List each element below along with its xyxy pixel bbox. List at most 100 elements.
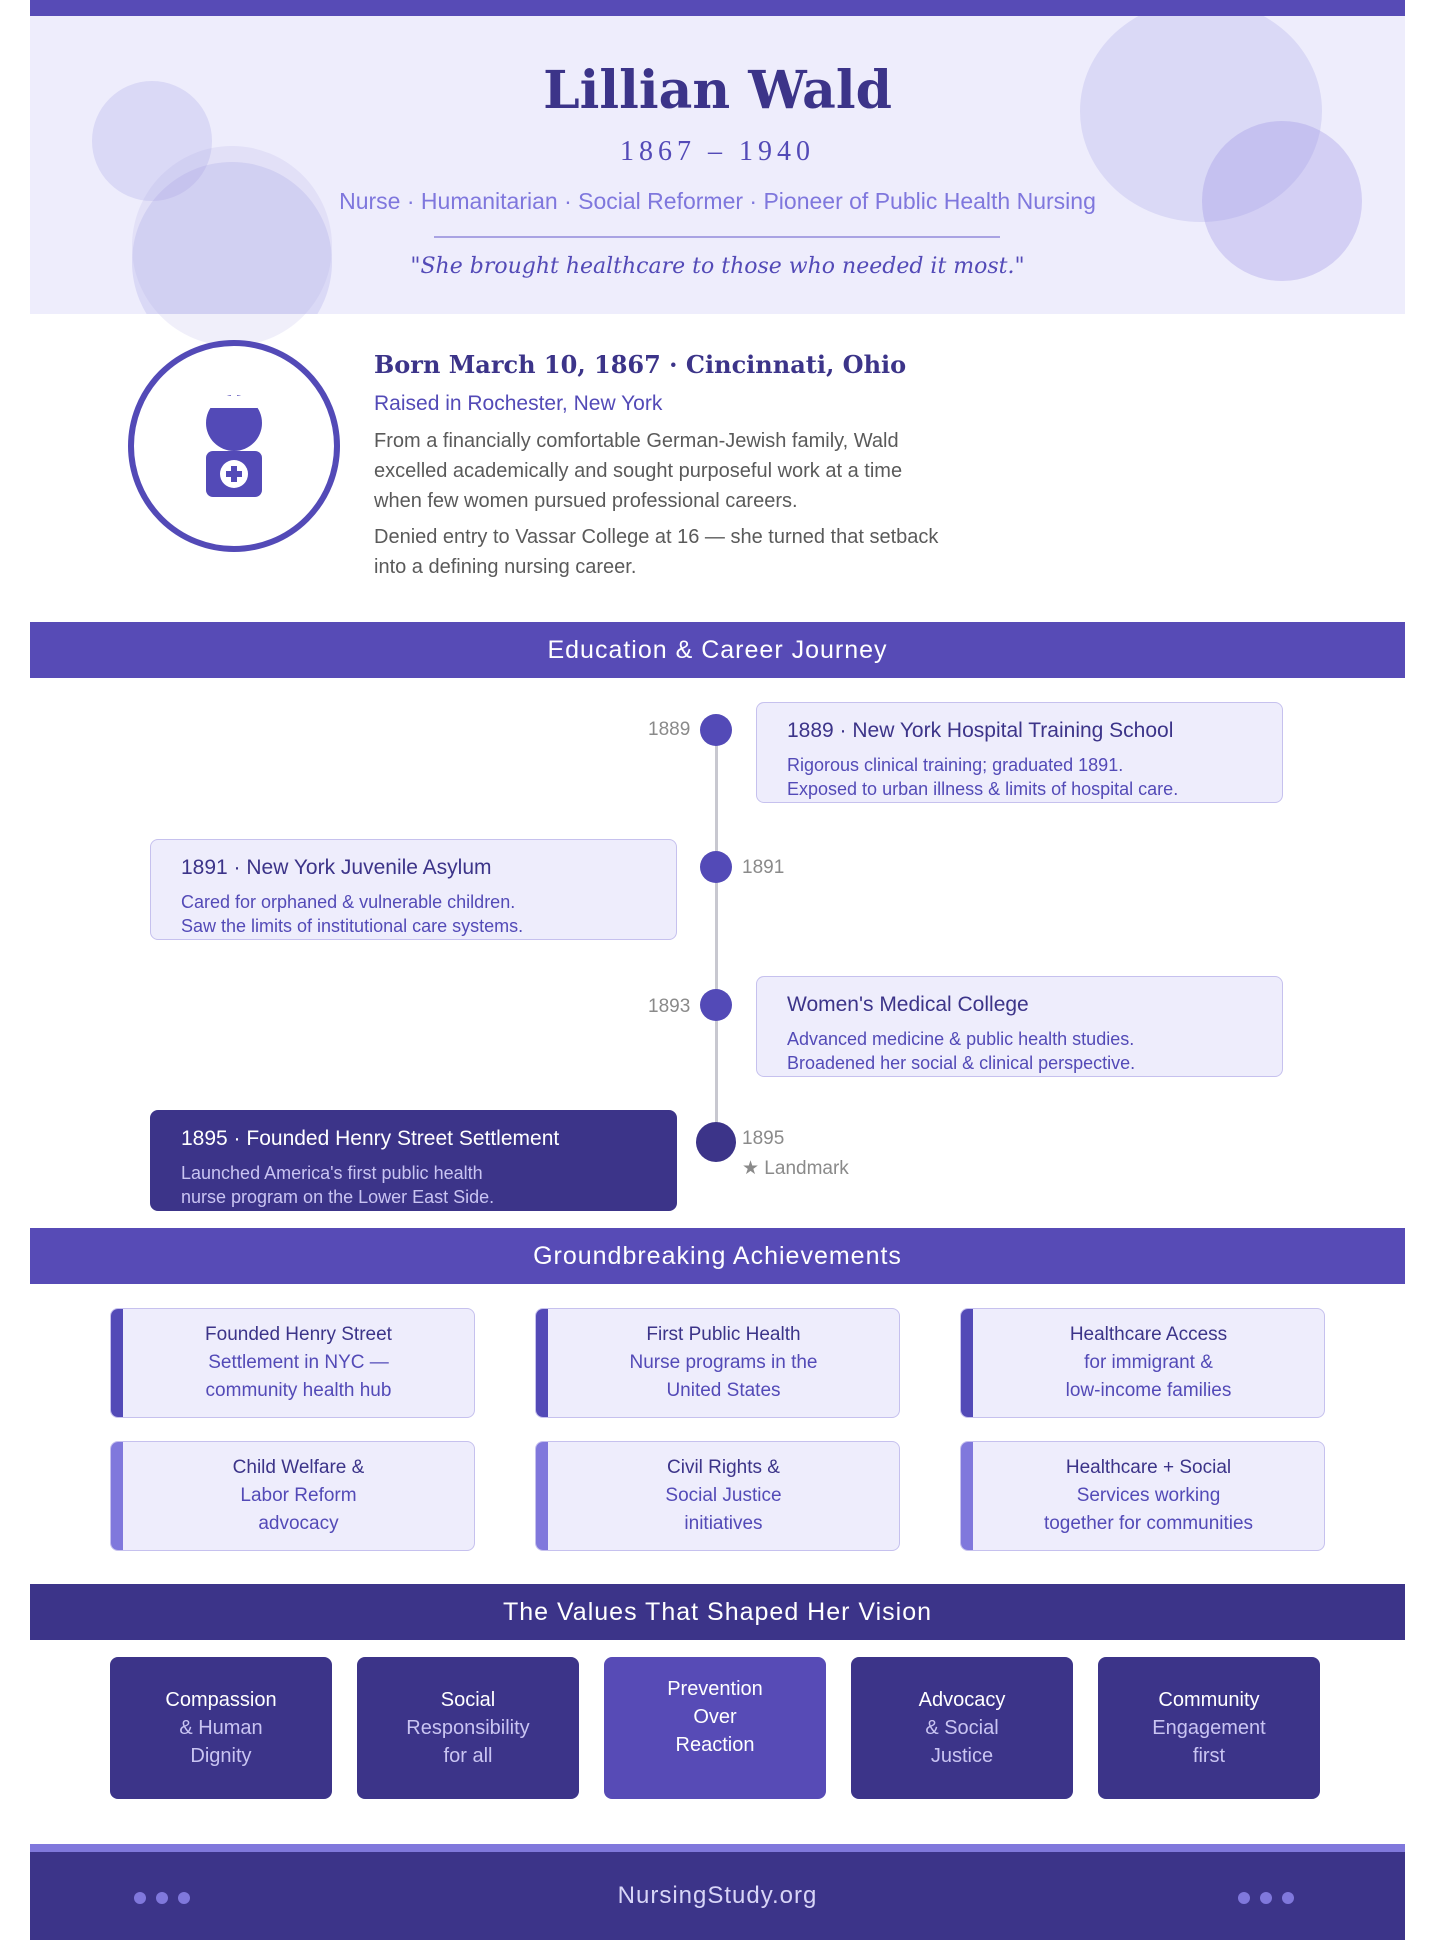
- person-name: Lillian Wald: [543, 60, 892, 121]
- achievement-card: Founded Henry Street Settlement in NYC —…: [110, 1308, 475, 1418]
- timeline-card-line: Saw the limits of institutional care sys…: [181, 916, 524, 936]
- header: Lillian Wald 1867 – 1940 Nurse · Humanit…: [30, 16, 1405, 314]
- achievement-line: United States: [666, 1380, 781, 1401]
- achievement-line: initiatives: [684, 1513, 763, 1534]
- section-header-achievements: Groundbreaking Achievements: [30, 1228, 1405, 1284]
- footer-accent-line: [30, 1844, 1405, 1852]
- timeline-card-line: Launched America's first public health: [181, 1163, 483, 1183]
- value-line: Prevention: [667, 1678, 763, 1700]
- achievement-line: for immigrant &: [1084, 1352, 1213, 1373]
- value-card: Compassion & Human Dignity: [110, 1657, 332, 1799]
- timeline-card-line: Rigorous clinical training; graduated 18…: [787, 755, 1124, 775]
- timeline-card-line: Exposed to urban illness & limits of hos…: [787, 779, 1179, 799]
- timeline-card-line: nurse program on the Lower East Side.: [181, 1187, 495, 1207]
- timeline-year: 1893: [648, 996, 691, 1017]
- card-accent: [961, 1442, 973, 1550]
- achievement-card: Civil Rights & Social Justice initiative…: [535, 1441, 900, 1551]
- timeline-card-line: Cared for orphaned & vulnerable children…: [181, 892, 516, 912]
- decorative-dots: [1238, 1892, 1294, 1904]
- decorative-bubble: [132, 146, 332, 346]
- timeline-year: 1889: [648, 719, 691, 740]
- timeline-year: 1895: [742, 1128, 785, 1149]
- value-line: Community: [1158, 1689, 1260, 1711]
- landmark-badge: ★ Landmark: [742, 1158, 849, 1179]
- value-card: Advocacy & Social Justice: [851, 1657, 1073, 1799]
- bio-paragraph: From a financially comfortable German-Je…: [374, 430, 903, 512]
- value-line: Responsibility: [406, 1717, 530, 1739]
- card-accent: [536, 1309, 548, 1417]
- achievement-line: Services working: [1076, 1485, 1221, 1506]
- timeline-card-line: Broadened her social & clinical perspect…: [787, 1053, 1136, 1073]
- value-line: for all: [443, 1745, 493, 1767]
- achievement-line: Healthcare Access: [1069, 1324, 1228, 1345]
- achievement-card: Healthcare + Social Services working tog…: [960, 1441, 1325, 1551]
- achievement-line: First Public Health: [646, 1324, 801, 1345]
- value-line: Justice: [930, 1745, 994, 1767]
- card-accent: [961, 1309, 973, 1417]
- timeline-dot: [700, 989, 732, 1021]
- value-card: Social Responsibility for all: [357, 1657, 579, 1799]
- timeline-year: 1891: [742, 857, 785, 878]
- timeline-card-title: 1891 · New York Juvenile Asylum: [181, 856, 492, 879]
- value-card-highlighted: Prevention Over Reaction: [604, 1657, 826, 1799]
- footer-site-link[interactable]: NursingStudy.org: [617, 1882, 818, 1909]
- value-line: Over: [693, 1706, 737, 1728]
- timeline-card-title: 1895 · Founded Henry Street Settlement: [181, 1127, 560, 1150]
- value-line: Compassion: [165, 1689, 277, 1711]
- value-line: Dignity: [190, 1745, 252, 1767]
- roles-line: Nurse · Humanitarian · Social Reformer ·…: [339, 188, 1096, 214]
- section-header-values: The Values That Shaped Her Vision: [30, 1584, 1405, 1640]
- achievement-line: Founded Henry Street: [205, 1324, 392, 1345]
- timeline-card-landmark: 1895 · Founded Henry Street Settlement L…: [150, 1110, 677, 1211]
- achievement-line: Healthcare + Social: [1065, 1457, 1232, 1478]
- achievement-card: First Public Health Nurse programs in th…: [535, 1308, 900, 1418]
- achievement-line: Labor Reform: [240, 1485, 357, 1506]
- avatar: [128, 340, 340, 552]
- timeline-card-title: Women's Medical College: [787, 993, 1029, 1016]
- value-card: Community Engagement first: [1098, 1657, 1320, 1799]
- value-line: Engagement: [1152, 1717, 1266, 1739]
- timeline-card: 1889 · New York Hospital Training School…: [756, 702, 1283, 803]
- achievement-line: Child Welfare &: [232, 1457, 365, 1478]
- timeline-card: 1891 · New York Juvenile Asylum Cared fo…: [150, 839, 677, 940]
- achievement-line: advocacy: [258, 1513, 339, 1534]
- achievement-card: Child Welfare & Labor Reform advocacy: [110, 1441, 475, 1551]
- achievement-line: together for communities: [1043, 1513, 1254, 1534]
- header-divider: [434, 236, 1000, 238]
- footer: NursingStudy.org: [30, 1852, 1405, 1940]
- value-line: Advocacy: [918, 1689, 1006, 1711]
- decorative-bubble: [92, 81, 212, 201]
- header-quote: "She brought healthcare to those who nee…: [410, 254, 1025, 279]
- timeline-line: [715, 730, 718, 1140]
- timeline-card-line: Advanced medicine & public health studie…: [787, 1029, 1135, 1049]
- value-line: first: [1192, 1745, 1226, 1767]
- achievement-line: community health hub: [205, 1380, 392, 1401]
- bio-subtitle: Raised in Rochester, New York: [374, 392, 663, 415]
- achievement-line: low-income families: [1065, 1380, 1232, 1401]
- achievement-line: Settlement in NYC —: [208, 1352, 389, 1373]
- decorative-bubble: [1080, 16, 1322, 222]
- section-header-journey: Education & Career Journey: [30, 622, 1405, 678]
- achievement-line: Social Justice: [665, 1485, 782, 1506]
- timeline-card-title: 1889 · New York Hospital Training School: [787, 719, 1174, 742]
- decorative-bubble: [132, 162, 332, 314]
- achievement-card: Healthcare Access for immigrant & low-in…: [960, 1308, 1325, 1418]
- value-line: Reaction: [675, 1734, 755, 1756]
- card-accent: [536, 1442, 548, 1550]
- achievement-line: Civil Rights &: [667, 1457, 780, 1478]
- value-line: & Human: [179, 1717, 263, 1739]
- bio-title: Born March 10, 1867 · Cincinnati, Ohio: [374, 350, 907, 379]
- value-line: & Social: [925, 1717, 999, 1739]
- timeline-dot: [700, 714, 732, 746]
- life-years: 1867 – 1940: [620, 136, 815, 167]
- card-accent: [111, 1442, 123, 1550]
- decorative-bubble: [1202, 121, 1362, 281]
- bio-paragraph: Denied entry to Vassar College at 16 — s…: [374, 526, 939, 578]
- value-line: Social: [440, 1689, 496, 1711]
- timeline-card: Women's Medical College Advanced medicin…: [756, 976, 1283, 1077]
- nurse-icon: [206, 390, 262, 497]
- card-accent: [111, 1309, 123, 1417]
- achievement-line: Nurse programs in the: [629, 1352, 818, 1373]
- content-wrapper: Lillian Wald 1867 – 1940 Nurse · Humanit…: [30, 0, 1405, 1940]
